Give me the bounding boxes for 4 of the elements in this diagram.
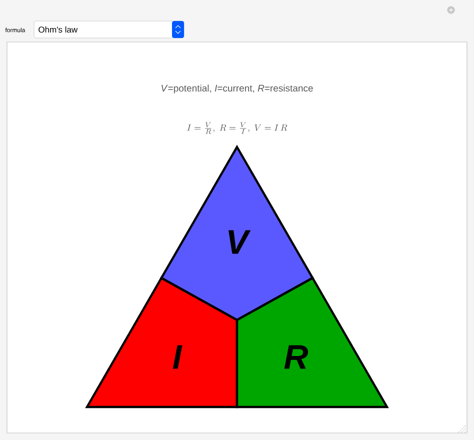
triangle-section: R [236, 276, 389, 408]
dropdown-menu: Ohm's law [34, 20, 184, 38]
formula: $I=\frac{V}{R},\; R=\frac{V}{I},\; V=I\,R$ [187, 122, 288, 134]
legend-text: V=potential, I=current, R=resistance [162, 84, 313, 94]
